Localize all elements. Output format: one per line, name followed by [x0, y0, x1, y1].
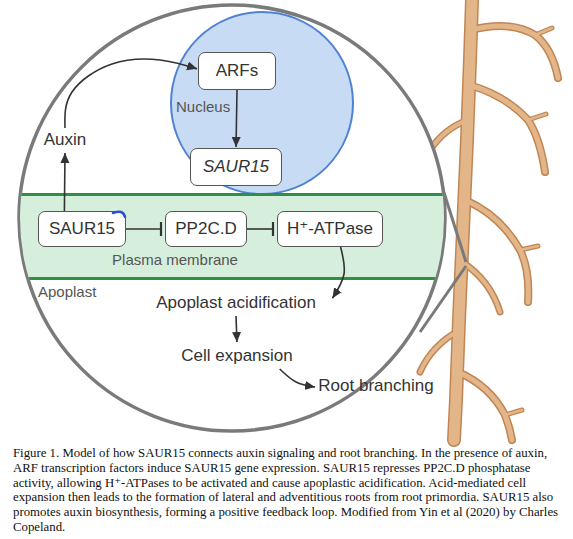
node-text: Cell expansion	[181, 346, 293, 366]
inhibition-connector	[247, 228, 273, 230]
node-text: Auxin	[44, 130, 87, 150]
figure-caption: Figure 1. Model of how SAUR15 connects a…	[13, 446, 563, 535]
protein-box: SAUR15	[38, 211, 126, 247]
node-text: Root branching	[318, 376, 433, 396]
region-label: Apoplast	[38, 283, 96, 300]
node-text: Nucleus	[176, 98, 246, 115]
process-label: Apoplast acidification	[140, 290, 332, 316]
phosphatase-box: PP2C.D	[165, 211, 247, 247]
node-text: H⁺-ATPase	[287, 219, 373, 239]
arrow-connector	[65, 59, 197, 128]
nucleus-shape	[171, 12, 353, 194]
node-text: SAUR15	[203, 157, 269, 177]
protein-box: ARFs	[198, 52, 276, 90]
node-text: PP2C.D	[175, 219, 236, 239]
nucleus-circle: Nucleus ARFsSAUR15	[170, 11, 354, 195]
molecule-label: Auxin	[38, 128, 92, 152]
node-text: Plasma membrane	[90, 251, 260, 268]
gene-box: SAUR15	[190, 148, 282, 186]
arrow-connector	[280, 369, 315, 387]
arrow-connector	[235, 316, 238, 342]
phosphorylation-mark	[113, 212, 125, 217]
node-text: SAUR15	[49, 219, 115, 239]
magnifier-circle	[19, 5, 445, 431]
node-text: Apoplast acidification	[156, 293, 316, 313]
process-label: Cell expansion	[176, 343, 298, 369]
membrane-band: Plasma membrane SAUR15 PP2C.D H⁺-ATPase	[18, 193, 446, 280]
inhibition-connector	[126, 228, 161, 230]
pump-box: H⁺-ATPase	[277, 211, 383, 247]
arrow-connector	[332, 247, 344, 298]
arrow-connector	[64, 153, 66, 211]
arrow-connector	[235, 90, 238, 147]
node-text: ARFs	[216, 61, 259, 81]
outcome-label: Root branching	[316, 373, 436, 399]
